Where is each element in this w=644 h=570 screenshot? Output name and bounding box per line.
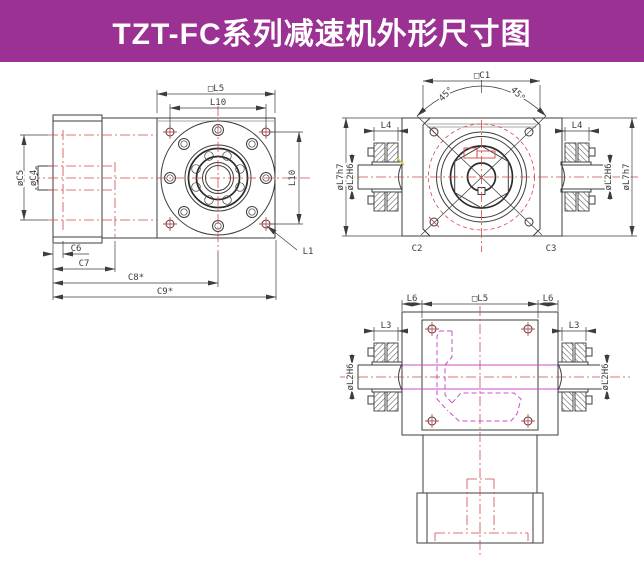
side-centerlines: [340, 120, 638, 252]
top-dimensions: L6 □L5 L6 L3 L3 øL2H6 øL2H6: [345, 293, 613, 400]
dim-label-C2: C2: [412, 244, 423, 254]
dim-label-L4-right: L4: [572, 121, 583, 131]
dim-label-L3-left: L3: [381, 321, 392, 331]
front-dimensions: □L5 L10 L10 L1 øC5 øC4: [15, 84, 314, 300]
dim-label-C5: øC5: [16, 170, 26, 186]
dim-label-L2H6-top-left: øL2H6: [346, 363, 356, 390]
dim-label-C9: C9*: [157, 287, 173, 297]
dim-label-C6: C6: [71, 244, 82, 254]
dim-label-L5-top: □L5: [472, 294, 488, 304]
dim-label-L2H6-side-right: øL2H6: [604, 163, 614, 190]
dim-label-L1: L1: [303, 247, 314, 257]
dim-label-L2H6-side-left: øL2H6: [346, 163, 356, 190]
title-banner: TZT-FC系列减速机外形尺寸图: [0, 0, 644, 62]
corner-holes: [163, 125, 273, 231]
dim-label-L6-right: L6: [543, 294, 554, 304]
side-view: □C1 45° 45° L4 L4 øL7h7: [335, 71, 638, 254]
top-centerlines: [340, 306, 630, 557]
side-dimensions: □C1 45° 45° L4 L4 øL7h7: [335, 71, 637, 254]
dim-label-C1: □C1: [474, 71, 490, 81]
dim-label-L10-top: L10: [210, 98, 226, 108]
front-view: □L5 L10 L10 L1 øC5 øC4: [15, 84, 314, 300]
dim-label-C8: C8*: [128, 273, 144, 283]
top-view: L6 □L5 L6 L3 L3 øL2H6 øL2H6: [340, 293, 630, 557]
dim-label-L7h7-left: øL7h7: [336, 163, 346, 190]
hidden-motor-outline: [434, 478, 529, 541]
dim-label-L6-left: L6: [407, 294, 418, 304]
dim-label-L2H6-top-right: øL2H6: [601, 363, 611, 390]
dim-label-C4: øC4: [29, 170, 39, 186]
dim-label-C7: C7: [79, 259, 90, 269]
diagonal-c2: [420, 115, 547, 236]
yellow-mark: [396, 157, 405, 166]
dim-label-L10-side: L10: [288, 170, 298, 186]
dim-label-L4-left: L4: [381, 121, 392, 131]
dim-label-L5-front: □L5: [208, 84, 224, 94]
dim-label-45-left: 45°: [437, 85, 456, 104]
diagonal-c3: [416, 115, 543, 236]
cad-drawing: □L5 L10 L10 L1 øC5 øC4: [15, 71, 638, 557]
top-corner-holes: [425, 322, 535, 428]
dim-label-C3: C3: [546, 244, 557, 254]
dim-label-L7h7-right: øL7h7: [622, 163, 632, 190]
page-title: TZT-FC系列减速机外形尺寸图: [112, 18, 532, 51]
front-centerlines: [30, 106, 312, 252]
dim-label-45-right: 45°: [508, 85, 527, 104]
dim-label-L3-right: L3: [569, 321, 580, 331]
